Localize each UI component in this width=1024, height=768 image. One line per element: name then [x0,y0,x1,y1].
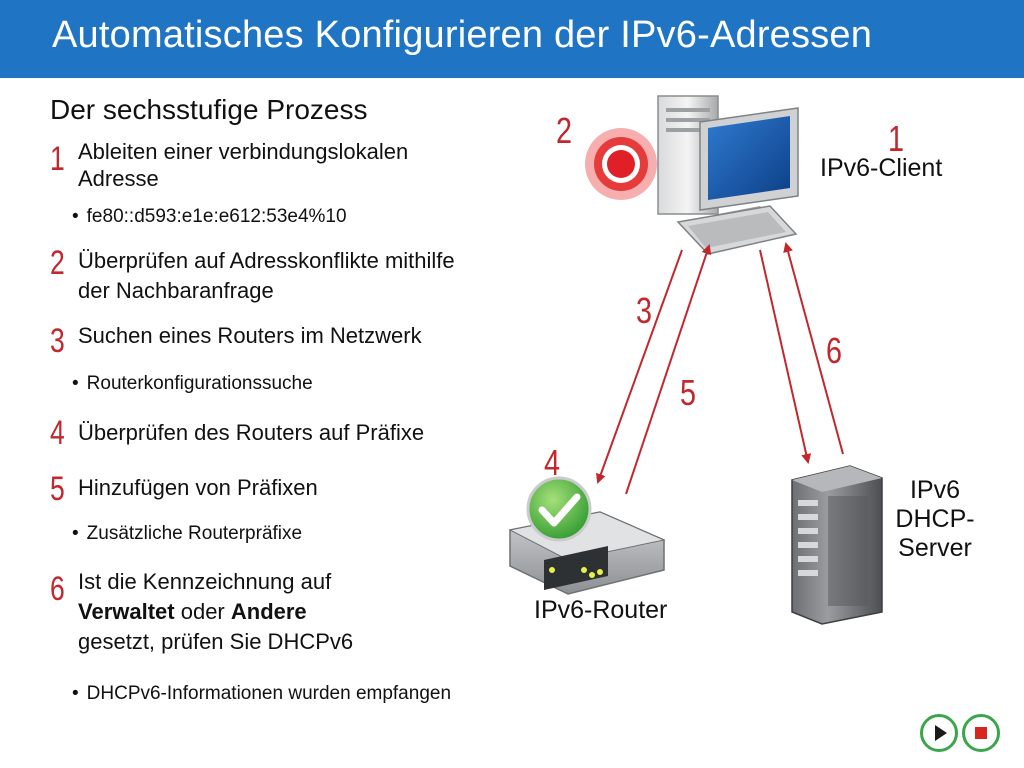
step-1-text: Ableiten einer verbindungslokalen Adress… [78,138,408,192]
step-3-text: Suchen eines Routers im Netzwerk [78,323,422,348]
server-label-line-1: IPv6 [909,476,961,504]
step-2-number: 2 [50,244,65,282]
play-icon [935,725,947,741]
step-6-line-2: Verwaltet oder Andere [78,597,353,627]
diagram-number-6: 6 [826,330,843,371]
stop-icon [975,727,987,739]
play-button[interactable] [920,714,958,752]
title-bar: Automatisches Konfigurieren der IPv6-Adr… [0,0,1024,78]
step-1-number: 1 [50,140,65,178]
step-6-text: Ist die Kennzeichnung auf Verwaltet oder… [78,567,353,657]
step-6-bold-managed: Verwaltet [78,599,175,624]
server-label-line-3: Server [898,534,972,562]
arrow-6-server-to-client [783,242,844,455]
server-label-line-2: DHCP- [895,505,975,533]
step-6-line-3: gesetzt, prüfen Sie DHCPv6 [78,629,354,654]
step-6-bullet: DHCPv6-Informationen wurden empfangen [72,683,451,705]
router-verified-check-icon [526,476,592,542]
step-6-line-1: Ist die Kennzeichnung auf [78,569,332,594]
stop-button[interactable] [962,714,1000,752]
diagram-number-3: 3 [636,290,653,331]
conflict-target-icon [585,128,657,200]
server-label: IPv6 DHCP- Server [880,476,990,563]
step-1-line-1: Ableiten einer verbindungslokalen [78,139,409,164]
step-3-number: 3 [50,322,65,360]
step-1-bullet: fe80::d593:e1e:e612:53e4%10 [72,206,347,228]
step-6-number: 6 [50,570,65,608]
diagram-number-1: 1 [888,118,905,159]
step-4-text: Überprüfen des Routers auf Präfixe [78,420,425,445]
arrow-3-client-to-router [596,249,683,484]
client-computer-icon [657,95,799,255]
diagram-number-5: 5 [680,372,697,413]
process-subtitle: Der sechsstufige Prozess [50,94,368,125]
step-2-line-2: der Nachbaranfrage [78,278,274,303]
step-2-line-1: Überprüfen auf Adresskonflikte mithilfe [78,248,455,273]
step-4-number: 4 [50,414,65,452]
step-5-bullet: Zusätzliche Routerpräfixe [72,523,302,545]
dhcp-server-icon [791,465,883,625]
step-2-text: Überprüfen auf Adresskonflikte mithilfe … [78,246,455,306]
diagram-number-4: 4 [544,442,561,483]
step-6-bold-other: Andere [230,599,307,624]
step-6-mid-text: oder [174,599,231,624]
arrow-5-router-to-client [625,244,712,495]
step-5-number: 5 [50,470,65,508]
step-5-text: Hinzufügen von Präfixen [78,475,318,500]
arrow-dhcp-request [759,249,812,464]
step-1-line-2: Adresse [78,166,159,191]
step-3-bullet: Routerkonfigurationssuche [72,373,313,395]
client-label: IPv6-Client [820,154,943,182]
router-label: IPv6-Router [534,596,668,624]
slide-title: Automatisches Konfigurieren der IPv6-Adr… [52,14,873,56]
diagram-number-2: 2 [556,110,573,151]
